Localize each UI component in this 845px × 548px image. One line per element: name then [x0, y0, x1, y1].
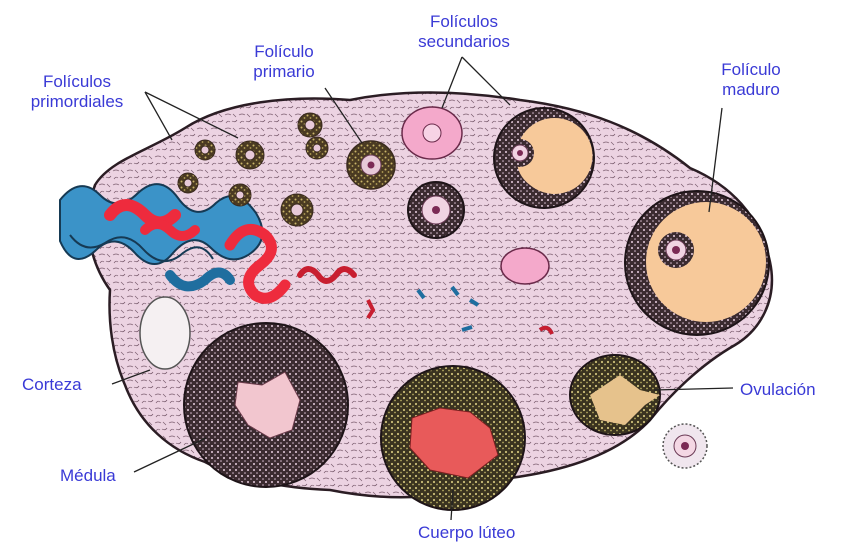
label-medulla: Médula	[60, 466, 116, 486]
primary-follicle	[347, 141, 395, 189]
mature-follicle	[625, 191, 769, 335]
label-mature-line2: maduro	[700, 80, 802, 100]
label-secondary-line2: secundarios	[400, 32, 528, 52]
label-secondary-line1: Folículos	[400, 12, 528, 32]
label-primordial-line2: primordiales	[18, 92, 136, 112]
label-primary-line2: primario	[236, 62, 332, 82]
label-cortex: Corteza	[22, 375, 82, 395]
corpus-luteum	[381, 366, 525, 510]
label-primary-line1: Folículo	[236, 42, 332, 62]
label-primordial-line1: Folículos	[18, 72, 136, 92]
label-ovulation: Ovulación	[740, 380, 816, 400]
label-mature-line1: Folículo	[700, 60, 802, 80]
medulla	[184, 323, 348, 487]
label-primary-follicle: Folículo primario	[236, 42, 332, 82]
label-mature-follicle: Folículo maduro	[700, 60, 802, 100]
label-corpus-luteum: Cuerpo lúteo	[418, 523, 515, 543]
label-primordial-follicles: Folículos primordiales	[18, 72, 136, 112]
corpus-albicans	[140, 297, 190, 369]
label-secondary-follicles: Folículos secundarios	[400, 12, 528, 52]
